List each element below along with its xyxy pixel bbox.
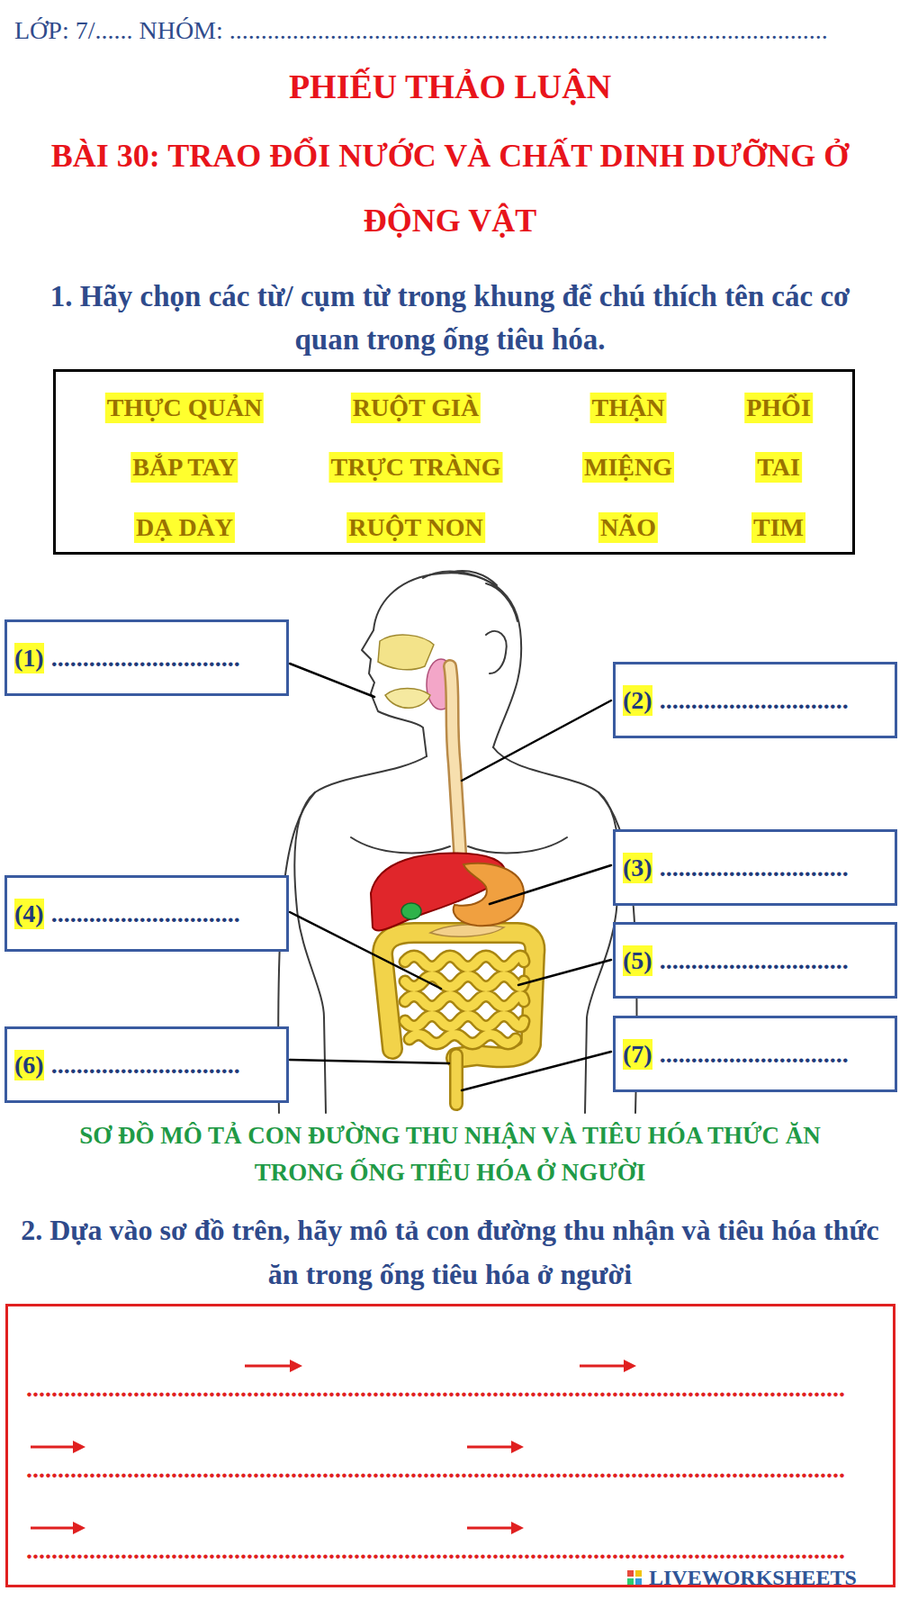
figure-caption: SƠ ĐỒ MÔ TẢ CON ĐƯỜNG THU NHẬN VÀ TIÊU H… — [36, 1116, 864, 1191]
worksheet-title: PHIẾU THẢO LUẬN — [18, 64, 882, 108]
answer-line: ........................................… — [26, 1456, 846, 1482]
callout-number: (5) — [622, 945, 653, 976]
logo-square — [635, 1569, 642, 1576]
word-choice: DẠ DÀY — [134, 512, 235, 543]
large-intestine — [382, 932, 535, 1058]
answer-blank: .............................. — [51, 898, 241, 929]
head-outline — [361, 572, 522, 756]
callout-number: (6) — [14, 1049, 45, 1080]
nasal-cavity — [378, 634, 434, 670]
question-text: 2. Dựa vào sơ đồ trên, hãy mô tả con đườ… — [4, 1207, 896, 1296]
flow-arrow — [30, 1526, 77, 1530]
logo-square — [627, 1577, 634, 1584]
callout-number: (1) — [14, 642, 45, 674]
callout-number: (4) — [14, 898, 45, 929]
leader-line — [289, 663, 375, 697]
lesson-heading: BÀI 30: TRAO ĐỔI NƯỚC VÀ CHẤT DINH DƯỠNG… — [18, 123, 882, 253]
flow-arrow — [579, 1364, 628, 1368]
word-choice: PHỔI — [744, 392, 813, 423]
word-choice: THẬN — [590, 392, 667, 423]
word-choice: TAI — [755, 451, 802, 483]
tongue — [385, 688, 431, 709]
answer-box: (1).............................. — [4, 619, 289, 696]
answer-box: (3).............................. — [612, 828, 898, 906]
callout-number: (3) — [622, 852, 653, 883]
callout-number: (7) — [622, 1038, 653, 1070]
answer-blank: .............................. — [51, 1049, 241, 1080]
leader-line — [461, 700, 612, 781]
word-choice: RUỘT GIÀ — [351, 392, 481, 423]
rectum — [451, 1054, 462, 1104]
leader-line — [489, 864, 612, 904]
word-choice: RUỘT NON — [346, 512, 486, 543]
gallbladder — [401, 902, 422, 919]
answer-line: ........................................… — [26, 1537, 846, 1563]
arrow-head — [289, 1359, 303, 1372]
callout-number: (2) — [622, 684, 653, 716]
answer-blank: .............................. — [659, 684, 849, 716]
word-choice: TRỰC TRÀNG — [328, 451, 503, 483]
word-choice: NÃO — [598, 512, 658, 543]
esophagus — [450, 666, 461, 866]
answer-blank: .............................. — [659, 852, 849, 883]
answer-box: (4).............................. — [4, 874, 289, 952]
hair-line — [423, 570, 518, 621]
arrow-head — [623, 1359, 637, 1372]
answer-box: (2).............................. — [612, 661, 898, 738]
rectum — [449, 1054, 464, 1104]
ear-outline — [486, 630, 507, 674]
word-choice: THỰC QUẢN — [105, 392, 264, 423]
answer-line: ........................................… — [26, 1375, 846, 1401]
answer-box: (7).............................. — [612, 1015, 898, 1092]
answer-blank: .............................. — [659, 945, 849, 976]
question-text: 1. Hãy chọn các từ/ cụm từ trong khung đ… — [18, 274, 882, 361]
word-choice: BẮP TAY — [130, 451, 238, 483]
flow-arrow — [244, 1364, 294, 1368]
pancreas — [430, 924, 504, 936]
leader-line — [289, 911, 441, 989]
logo-square — [627, 1569, 634, 1576]
word-choice: MIỆNG — [582, 451, 675, 483]
answer-blank: .............................. — [659, 1038, 849, 1070]
stomach — [453, 863, 524, 926]
arrow-head — [72, 1521, 86, 1534]
leader-line — [461, 1051, 612, 1090]
answer-box: (6).............................. — [4, 1026, 289, 1103]
flow-arrow — [467, 1445, 515, 1449]
arrow-head — [511, 1521, 524, 1534]
answer-blank: .............................. — [51, 642, 241, 674]
answer-area: ........................................… — [5, 1303, 896, 1587]
leader-line — [518, 959, 612, 985]
large-intestine — [382, 932, 535, 1058]
small-intestine — [405, 955, 524, 1044]
word-choice: TIM — [751, 512, 806, 543]
word-bank-box: THỰC QUẢN RUỘT GIÀ THẬN PHỔI BẮP TAY TRỰC TRÀ… — [53, 369, 855, 555]
flow-arrow — [467, 1526, 515, 1530]
answer-box: (5).............................. — [612, 921, 898, 999]
header-line: LỚP: 7/...... NHÓM: ....................… — [14, 15, 892, 46]
arrow-head — [72, 1440, 86, 1453]
esophagus — [450, 666, 461, 866]
logo-square — [635, 1577, 642, 1584]
leader-line — [289, 1059, 450, 1063]
arrow-head — [511, 1440, 524, 1453]
small-intestine — [405, 955, 524, 1044]
flow-arrow — [30, 1445, 77, 1449]
